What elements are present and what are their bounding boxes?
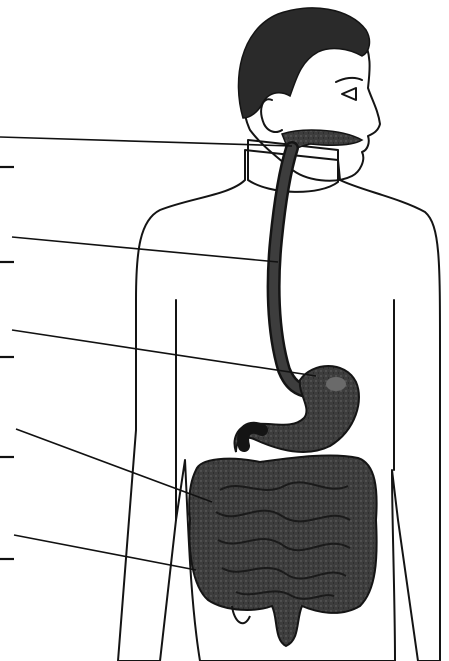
eyebrow bbox=[336, 78, 362, 82]
large-intestine-shape bbox=[189, 455, 376, 646]
eye bbox=[342, 88, 356, 100]
hair bbox=[238, 8, 369, 118]
ear bbox=[261, 99, 282, 132]
leader-small-intestine bbox=[16, 429, 212, 502]
leader-large-intestine bbox=[14, 535, 196, 570]
stomach-highlight bbox=[326, 377, 346, 391]
leader-esophagus bbox=[12, 237, 278, 262]
